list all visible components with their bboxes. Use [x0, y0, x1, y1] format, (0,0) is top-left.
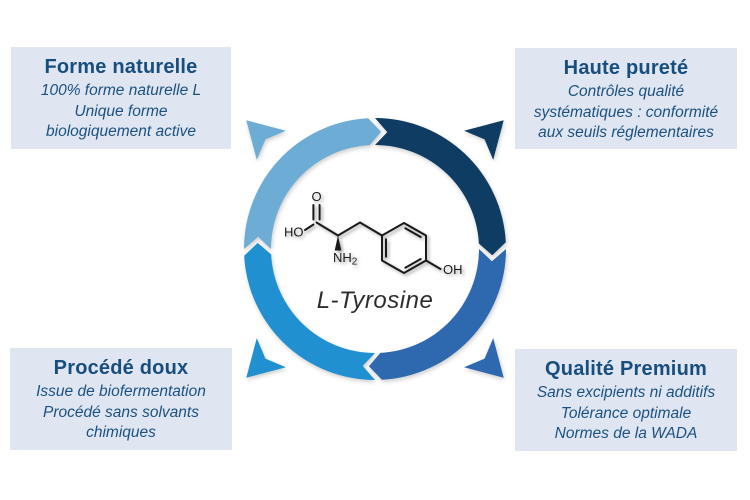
box-line: Procédé sans solvants — [43, 403, 199, 421]
cycle-ring — [244, 118, 506, 380]
benefit-box-qualite-premium: Qualité Premium Sans excipients ni addit… — [515, 349, 737, 451]
aromatic-double-bond — [404, 227, 422, 238]
box-line: biologiquement active — [46, 123, 196, 141]
box-title: Forme naturelle — [44, 56, 198, 78]
aromatic-double-bond — [404, 258, 422, 269]
box-title: Qualité Premium — [545, 358, 707, 380]
wedge-bond-nh2 — [334, 235, 342, 251]
atom-label-acid-ho: HO — [284, 225, 304, 240]
cycle-arc-bottom-left — [244, 242, 375, 380]
atom-label-amine: NH2 — [333, 250, 358, 268]
box-line: aux seuils réglementaires — [538, 124, 714, 142]
bond-c-alpha — [315, 221, 339, 237]
arrow-dart-bottom-left — [246, 338, 286, 378]
bond-ho-c — [304, 223, 315, 231]
box-line: chimiques — [86, 424, 156, 442]
box-line: 100% forme naturelle L — [40, 82, 202, 99]
box-title: Procédé doux — [53, 357, 189, 379]
box-line: Issue de biofermentation — [36, 383, 206, 400]
box-title: Haute pureté — [563, 57, 689, 79]
box-line: Sans excipients ni additifs — [536, 384, 716, 401]
bond-ch2-ring — [359, 221, 383, 237]
cycle-arc-top-right — [375, 118, 506, 256]
benefit-box-forme-naturelle: Forme naturelle 100% forme naturelle L U… — [11, 47, 231, 149]
l-tyrosine-structure: O HO NH2 OH — [284, 189, 463, 277]
bond-alpha-ch2 — [337, 221, 361, 237]
box-line: Unique forme — [74, 102, 168, 120]
atom-label-phenol-oh: OH — [443, 262, 463, 277]
box-line: systématiques : conformité — [533, 103, 719, 121]
benzene-ring — [381, 222, 427, 274]
cycle-arc-top-left — [244, 118, 382, 249]
atom-label-carbonyl-o: O — [311, 189, 321, 204]
arrow-dart-top-right — [464, 120, 504, 160]
box-line: Normes de la WADA — [554, 425, 698, 443]
box-line: Tolérance optimale — [560, 404, 692, 422]
arrow-dart-bottom-right — [464, 338, 504, 378]
benefit-box-procede-doux: Procédé doux Issue de biofermentation Pr… — [10, 348, 232, 450]
bond-ring-oh — [425, 259, 442, 270]
molecule-name-label: L-Tyrosine — [317, 287, 434, 314]
box-line: Contrôles qualité — [567, 83, 685, 100]
cycle-arc-bottom-right — [368, 249, 506, 380]
arrow-dart-top-left — [246, 120, 286, 160]
benefit-box-haute-purete: Haute pureté Contrôles qualité systémati… — [515, 48, 737, 149]
